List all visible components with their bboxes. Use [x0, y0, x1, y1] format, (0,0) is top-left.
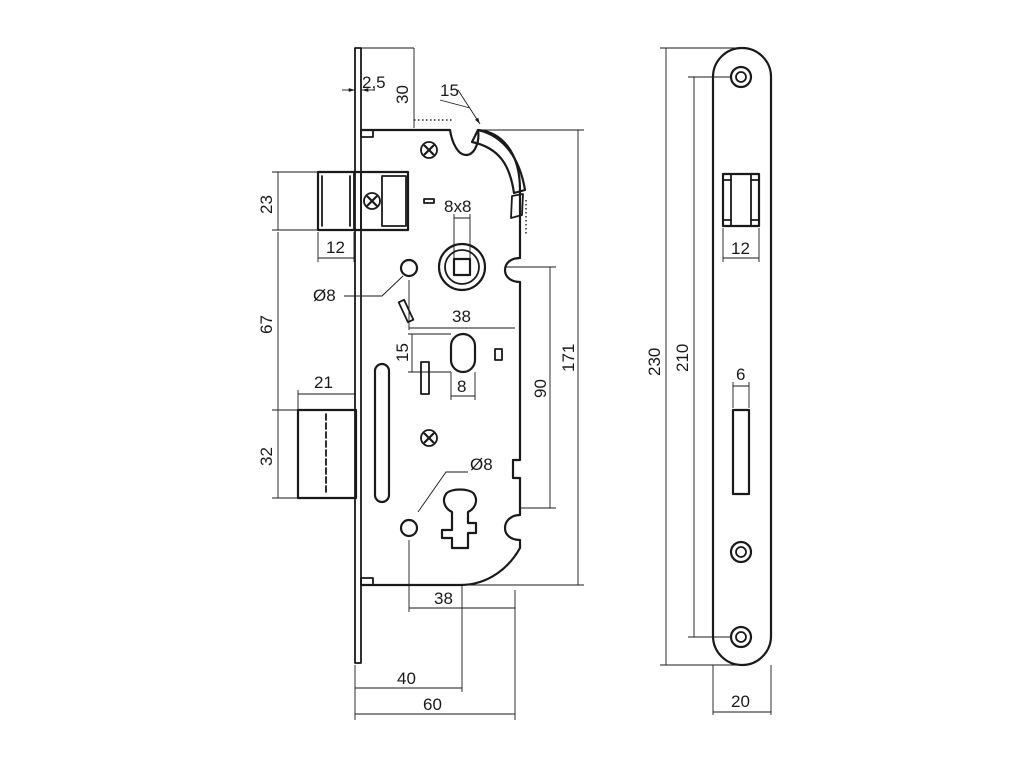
fixing-hole-bottom: [399, 518, 419, 538]
label-fixing-hole-top: Ø8: [313, 286, 336, 305]
strike-hole-top: [729, 65, 753, 89]
label-backset-top: 30: [393, 85, 412, 104]
faceplate: [354, 47, 362, 664]
label-strike-height: 230: [645, 348, 664, 376]
case-tab-bottom: [360, 577, 374, 586]
label-spindle-square: 8x8: [444, 197, 471, 216]
small-slot-1: [423, 198, 435, 204]
dead-bolt: [296, 408, 358, 500]
label-bolt-width: 21: [314, 373, 333, 392]
label-case-height: 171: [559, 344, 578, 372]
label-bottom-offset: 38: [434, 589, 453, 608]
lock-body-view: [296, 47, 527, 664]
latch-arc-tail: [510, 193, 524, 219]
case-tab-top: [360, 129, 374, 138]
label-bolt-height: 32: [257, 447, 276, 466]
label-latch-width: 12: [326, 238, 345, 257]
latch-bolt: [316, 170, 410, 232]
label-slot-width: 8: [457, 377, 466, 396]
label-latch-angle: 15: [440, 81, 459, 100]
latch-arc: [470, 128, 527, 195]
strike-latch-window: [721, 172, 761, 228]
label-case-depth: 60: [423, 695, 442, 714]
follower-slot: [420, 361, 430, 395]
label-fixing-hole-bottom: Ø8: [470, 455, 493, 474]
label-strike-hole-spacing: 210: [673, 344, 692, 372]
oval-slot: [449, 332, 477, 374]
strike-plate-view: [711, 46, 773, 667]
dimension-lines: [272, 47, 584, 720]
label-strike-width: 20: [731, 692, 750, 711]
label-latch-height: 23: [257, 195, 276, 214]
strike-hole-bottom: [729, 625, 753, 649]
latch-screw-icon: [362, 191, 382, 211]
strike-plate: [711, 46, 773, 667]
fixing-hole-top: [399, 258, 419, 278]
case-screw-middle-icon: [419, 428, 439, 448]
case-screw-top-icon: [419, 140, 439, 160]
label-strike-latch-window: 12: [731, 239, 750, 258]
small-slot-2: [397, 298, 415, 324]
keyhole: [440, 488, 478, 550]
label-backset: 40: [397, 669, 416, 688]
label-slot-offset: 38: [452, 307, 471, 326]
label-faceplate-thickness: 2,5: [362, 73, 386, 92]
label-latch-to-bolt: 67: [257, 315, 276, 334]
label-slot-height: 15: [393, 343, 412, 362]
lock-case: [361, 128, 522, 587]
spindle-hub: [437, 242, 487, 292]
label-spindle-to-key: 90: [531, 379, 550, 398]
strike-dimension-lines: [660, 47, 772, 715]
strike-bolt-window: [731, 408, 751, 496]
small-slot-3: [494, 348, 503, 361]
label-strike-bolt-window: 6: [736, 365, 745, 384]
long-slot: [373, 362, 391, 504]
dimension-labels: 2,5 30 15 8x8 23 12 67 21 32 Ø8 38 15 8 …: [257, 73, 750, 714]
strike-hole-middle: [729, 540, 753, 564]
